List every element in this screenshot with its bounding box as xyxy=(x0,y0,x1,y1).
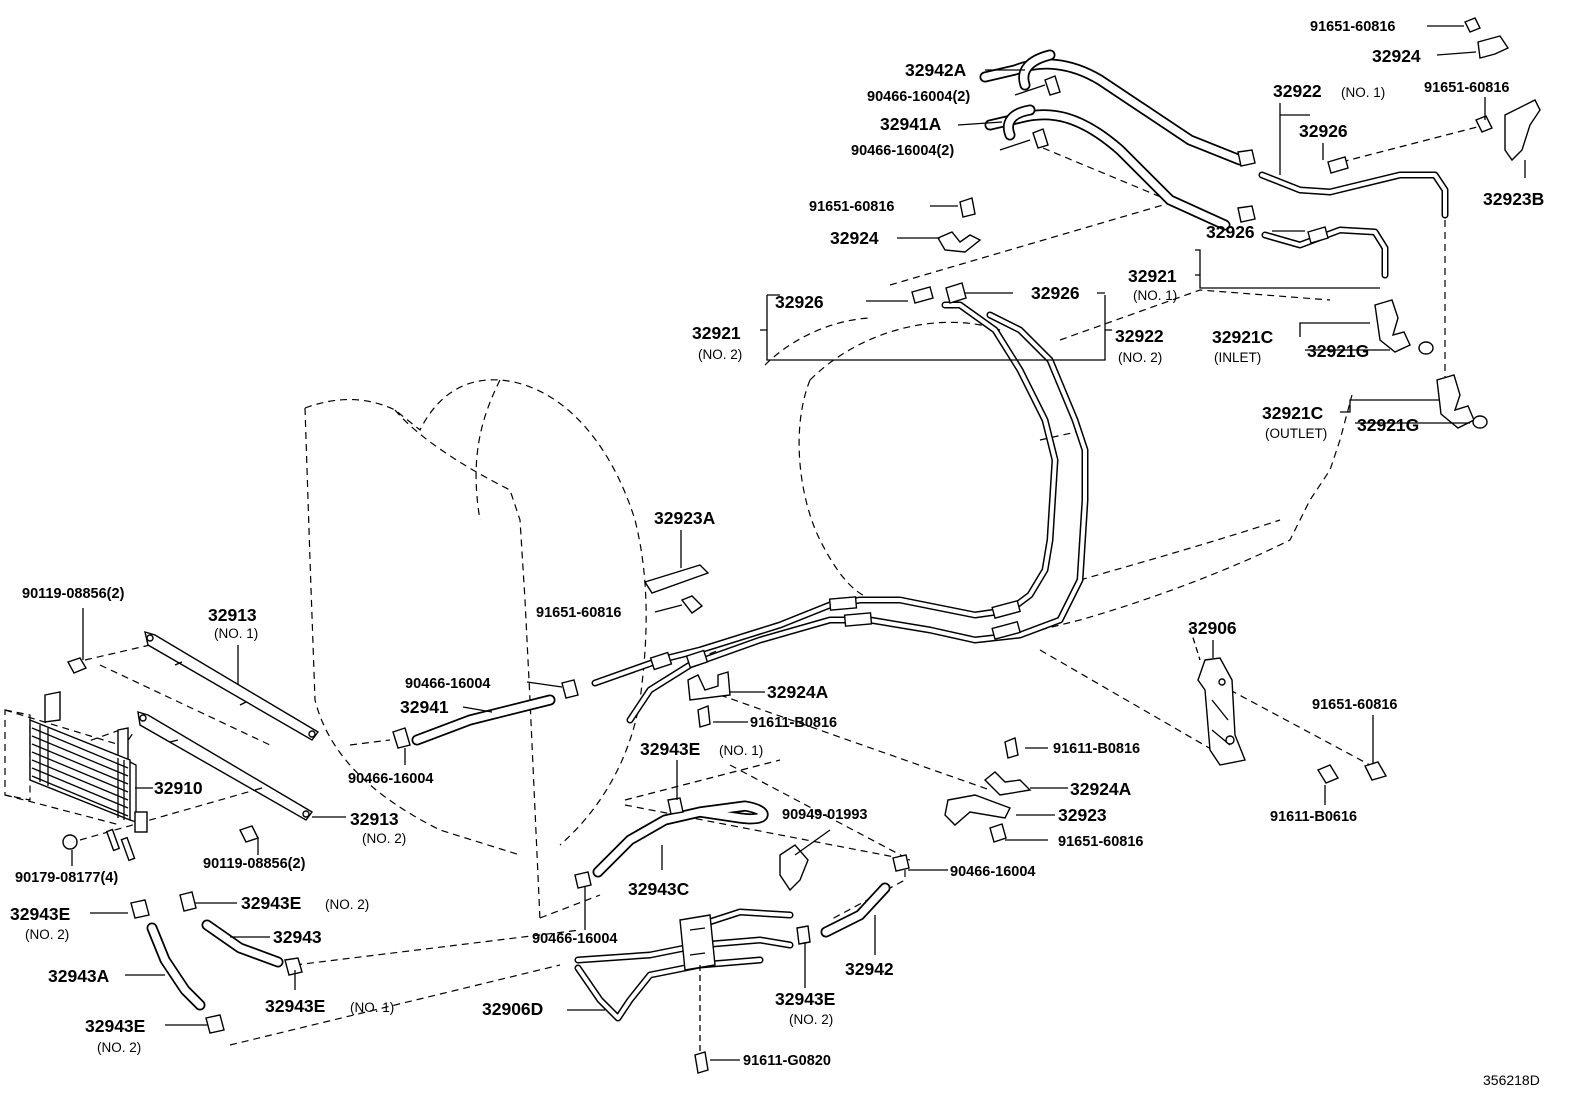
label-32921-no2: 32921 xyxy=(692,323,741,343)
label-90949-01993: 90949-01993 xyxy=(782,807,867,823)
label-91651-60816-e: 91651-60816 xyxy=(1312,697,1397,713)
label-91651-60816-c: 91651-60816 xyxy=(809,199,894,215)
label-32943E-no2-b: 32943E xyxy=(10,904,70,924)
label-90466-16004-b: 90466-16004 xyxy=(348,771,433,787)
label-32941: 32941 xyxy=(400,697,449,717)
label-32923A: 32923A xyxy=(654,508,716,528)
label-32921C-inlet: 32921C xyxy=(1212,327,1274,347)
label-32924-a: 32924 xyxy=(1372,46,1421,66)
label-32922-no1-sub: (NO. 1) xyxy=(1341,85,1385,100)
label-32922-no2: 32922 xyxy=(1115,326,1164,346)
label-32923: 32923 xyxy=(1058,805,1107,825)
label-91651-60816-a: 91651-60816 xyxy=(1310,19,1395,35)
label-32943E-no2-d-sub: (NO. 2) xyxy=(97,1040,141,1055)
oil-cooler-32910 xyxy=(4,691,148,862)
label-32943E-no2-a: 32943E xyxy=(241,893,301,913)
label-32943E-no1-b-sub: (NO. 1) xyxy=(350,1000,394,1015)
label-32921G-outlet: 32921G xyxy=(1357,415,1419,435)
label-32943E-no2-c: 32943E xyxy=(775,989,835,1009)
bolts-and-clamps xyxy=(62,17,1493,1074)
label-32921-no2-sub: (NO. 2) xyxy=(698,347,742,362)
label-90466-16004-a: 90466-16004 xyxy=(405,676,490,692)
leader-lines xyxy=(71,25,1526,1061)
label-91611-B0816-b: 91611-B0816 xyxy=(1053,741,1140,757)
label-91651-60816-d: 91651-60816 xyxy=(536,605,621,621)
label-90119-08856-2-a: 90119-08856(2) xyxy=(22,586,125,602)
label-90119-08856-2-b: 90119-08856(2) xyxy=(203,856,306,872)
label-32924A-b: 32924A xyxy=(1070,779,1132,799)
brackets-clamps xyxy=(643,35,1541,892)
label-32913-no2: 32913 xyxy=(350,809,399,829)
label-32921-no1: 32921 xyxy=(1128,266,1177,286)
cooler-brackets-32913 xyxy=(137,630,320,821)
label-32913-no2-sub: (NO. 2) xyxy=(362,831,406,846)
label-90466-16004-c: 90466-16004 xyxy=(950,864,1035,880)
label-90466-16004-2-b: 90466-16004(2) xyxy=(851,143,954,159)
label-90179-08177-4: 90179-08177(4) xyxy=(15,870,118,886)
label-32943E-no2-d: 32943E xyxy=(85,1016,145,1036)
label-32926-d: 32926 xyxy=(1031,283,1080,303)
label-outlet-sub: (OUTLET) xyxy=(1265,426,1327,441)
label-32943E-no1-a: 32943E xyxy=(640,739,700,759)
label-91651-60816-b: 91651-60816 xyxy=(1424,80,1509,96)
label-90466-16004-2-a: 90466-16004(2) xyxy=(867,89,970,105)
hoses xyxy=(146,49,1246,1011)
label-32943E-no2-b-sub: (NO. 2) xyxy=(25,927,69,942)
label-91611-B0616: 91611-B0616 xyxy=(1270,809,1357,825)
label-32943E-no2-a-sub: (NO. 2) xyxy=(325,897,369,912)
label-32926-c: 32926 xyxy=(775,292,824,312)
label-91611-G0820: 91611-G0820 xyxy=(743,1053,831,1069)
label-32921G-inlet: 32921G xyxy=(1307,341,1369,361)
label-32943: 32943 xyxy=(273,927,322,947)
label-32921-no1-sub: (NO. 1) xyxy=(1133,288,1177,303)
label-32943E-no1-a-sub: (NO. 1) xyxy=(719,743,763,758)
label-32943A: 32943A xyxy=(48,966,110,986)
label-32926-b: 32926 xyxy=(1206,222,1255,242)
label-32910: 32910 xyxy=(154,778,203,798)
tube-bracket-32906D xyxy=(574,908,794,1022)
label-32924A-a: 32924A xyxy=(767,682,829,702)
transmission-housing-outline xyxy=(304,199,1353,921)
label-32942A: 32942A xyxy=(905,60,967,80)
label-32942: 32942 xyxy=(845,959,894,979)
label-32906: 32906 xyxy=(1188,618,1237,638)
label-32943E-no1-b: 32943E xyxy=(265,996,325,1016)
label-32923B: 32923B xyxy=(1483,189,1544,209)
label-inlet-sub: (INLET) xyxy=(1214,350,1261,365)
label-91611-B0816-a: 91611-B0816 xyxy=(750,715,837,731)
label-32926-a: 32926 xyxy=(1299,121,1348,141)
part-number-labels: 91651-60816 32924 32942A 90466-16004(2) … xyxy=(10,19,1544,1088)
oil-cooler-pipes xyxy=(591,171,1449,724)
label-32913-no1-sub: (NO. 1) xyxy=(214,626,258,641)
diagram-reference-code: 356218D xyxy=(1483,1072,1540,1088)
label-32943C: 32943C xyxy=(628,879,690,899)
label-90466-16004-d: 90466-16004 xyxy=(532,931,617,947)
label-32943E-no2-c-sub: (NO. 2) xyxy=(789,1012,833,1027)
label-32921C-outlet: 32921C xyxy=(1262,403,1324,423)
label-32922-no1: 32922 xyxy=(1273,81,1322,101)
label-32922-no2-sub: (NO. 2) xyxy=(1118,350,1162,365)
label-32924-b: 32924 xyxy=(830,228,879,248)
label-32913-no1: 32913 xyxy=(208,605,257,625)
union-fittings xyxy=(1374,299,1488,429)
label-91651-60816-f: 91651-60816 xyxy=(1058,834,1143,850)
label-32906D: 32906D xyxy=(482,999,543,1019)
label-32941A: 32941A xyxy=(880,114,942,134)
